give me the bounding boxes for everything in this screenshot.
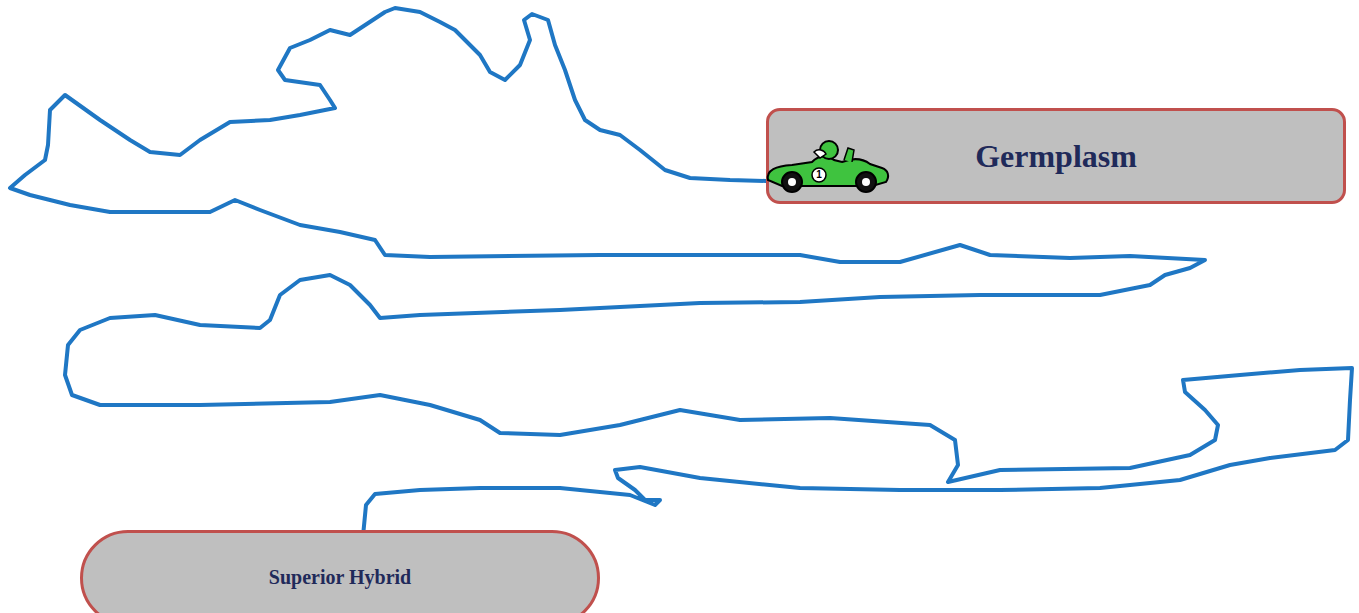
- node-label: Germplasm: [975, 138, 1137, 175]
- race-car-illustration: [762, 140, 902, 194]
- node-label: Superior Hybrid: [269, 566, 411, 589]
- car-number: 1: [812, 168, 826, 182]
- race-track-connector: [10, 8, 1352, 532]
- terminal-pill: Superior Hybrid: [80, 530, 600, 613]
